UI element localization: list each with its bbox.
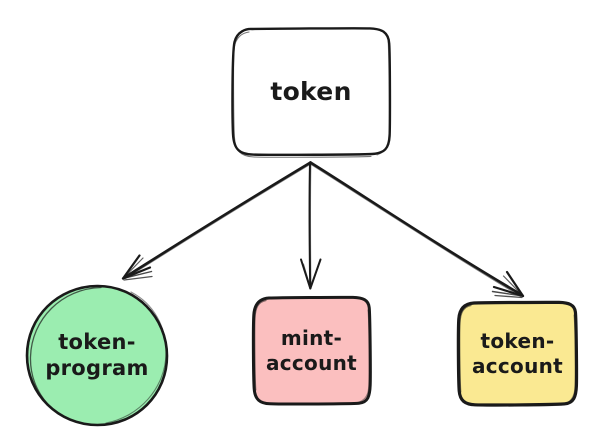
node-token-account[interactable]	[456, 300, 579, 407]
edge-layer	[121, 161, 525, 299]
edge-token-to-token-account	[308, 161, 525, 299]
node-token-program[interactable]	[25, 284, 169, 427]
node-mint-account[interactable]	[251, 295, 372, 406]
edge-token-to-token-program	[121, 161, 313, 281]
node-layer	[25, 27, 579, 427]
edge-token-to-mint-account	[300, 161, 322, 290]
node-token[interactable]	[231, 27, 392, 158]
